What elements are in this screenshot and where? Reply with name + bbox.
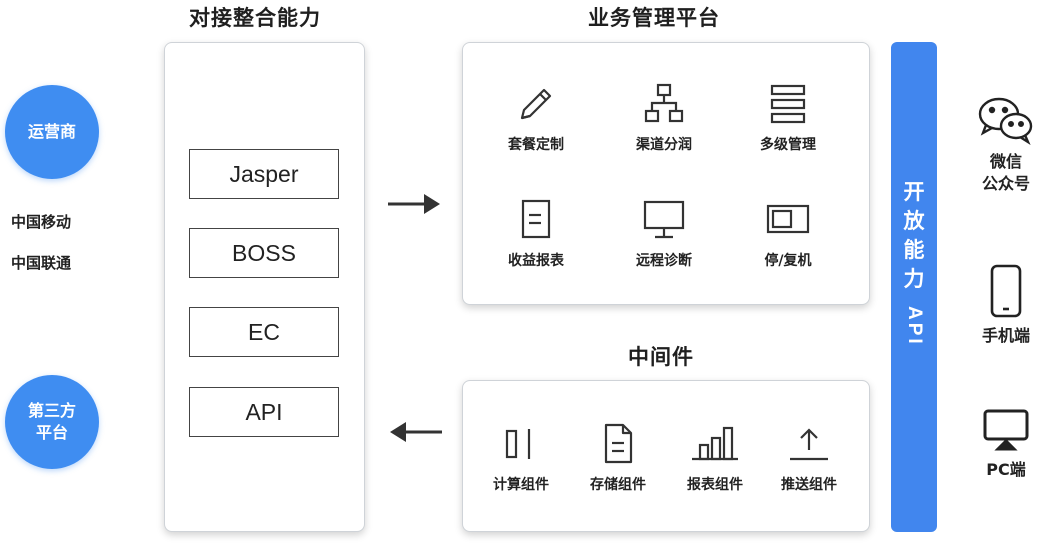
carrier-china-mobile: 中国移动	[11, 213, 72, 231]
feature-channel-profit: 渠道分润	[609, 82, 719, 154]
feature-label: 远程诊断	[636, 253, 692, 269]
open-api-char: 放	[903, 209, 925, 233]
compute-icon	[505, 429, 531, 459]
feature-label: 多级管理	[760, 137, 816, 153]
wechat-icon	[978, 97, 1033, 145]
middleware-title: 中间件	[628, 345, 694, 369]
push-upload-icon	[790, 428, 828, 461]
operator-label: 运营商	[27, 122, 76, 141]
pencil-icon	[520, 88, 552, 120]
feature-multi-level: 多级管理	[733, 82, 843, 154]
system-box-boss: BOSS	[189, 228, 339, 278]
feature-label: 套餐定制	[508, 137, 564, 153]
arrow-left-icon	[390, 422, 442, 442]
component-label: 计算组件	[493, 477, 549, 493]
monitor-icon	[643, 200, 685, 239]
bar-chart-icon	[692, 426, 738, 461]
feature-label: 收益报表	[508, 253, 564, 269]
third-party-label-line1: 第三方	[27, 401, 76, 420]
client-wechat: 微信 公众号	[961, 95, 1037, 195]
feature-remote-diagnosis: 远程诊断	[609, 198, 719, 270]
third-party-circle: 第三方 平台	[5, 375, 99, 469]
feature-revenue-report: 收益报表	[481, 198, 591, 270]
document-icon	[521, 199, 551, 239]
open-api-char: 力	[903, 267, 925, 291]
org-chart-icon	[644, 83, 684, 123]
component-storage: 存储组件	[563, 422, 673, 494]
arrow-right-icon	[388, 194, 440, 214]
component-report: 报表组件	[660, 422, 770, 494]
feature-package-customize: 套餐定制	[481, 82, 591, 154]
client-label-line2: 公众号	[981, 174, 1030, 193]
carrier-china-unicom: 中国联通	[11, 254, 72, 272]
client-label-line1: 微信	[989, 152, 1022, 171]
open-api-char: 开	[903, 180, 925, 204]
component-push: 推送组件	[754, 422, 864, 494]
system-box-ec: EC	[189, 307, 339, 357]
client-pc: PC端	[961, 407, 1037, 481]
integration-panel	[164, 42, 365, 532]
mobile-phone-icon	[990, 264, 1022, 318]
feature-label: 渠道分润	[636, 137, 692, 153]
open-api-char: 能	[903, 238, 925, 262]
client-label-line1: PC端	[986, 460, 1026, 479]
third-party-label-line2: 平台	[35, 423, 68, 442]
client-mobile: 手机端	[961, 263, 1037, 347]
component-label: 推送组件	[781, 477, 837, 493]
storage-file-icon	[604, 423, 633, 464]
system-box-jasper: Jasper	[189, 149, 339, 199]
integration-title: 对接整合能力	[189, 6, 321, 30]
system-box-api: API	[189, 387, 339, 437]
feature-suspend-resume: 停/复机	[733, 198, 843, 270]
component-label: 报表组件	[687, 477, 743, 493]
component-label: 存储组件	[590, 477, 646, 493]
layers-icon	[770, 84, 806, 124]
feature-label: 停/复机	[764, 253, 812, 269]
platform-title: 业务管理平台	[588, 6, 720, 30]
desktop-monitor-icon	[983, 409, 1029, 451]
component-compute: 计算组件	[466, 422, 576, 494]
open-api-label: API	[904, 306, 925, 347]
operator-circle: 运营商	[5, 85, 99, 179]
client-label-line1: 手机端	[981, 326, 1030, 345]
toggle-switch-icon	[766, 204, 810, 234]
open-api-bar: 开 放 能 力 API	[891, 42, 937, 532]
